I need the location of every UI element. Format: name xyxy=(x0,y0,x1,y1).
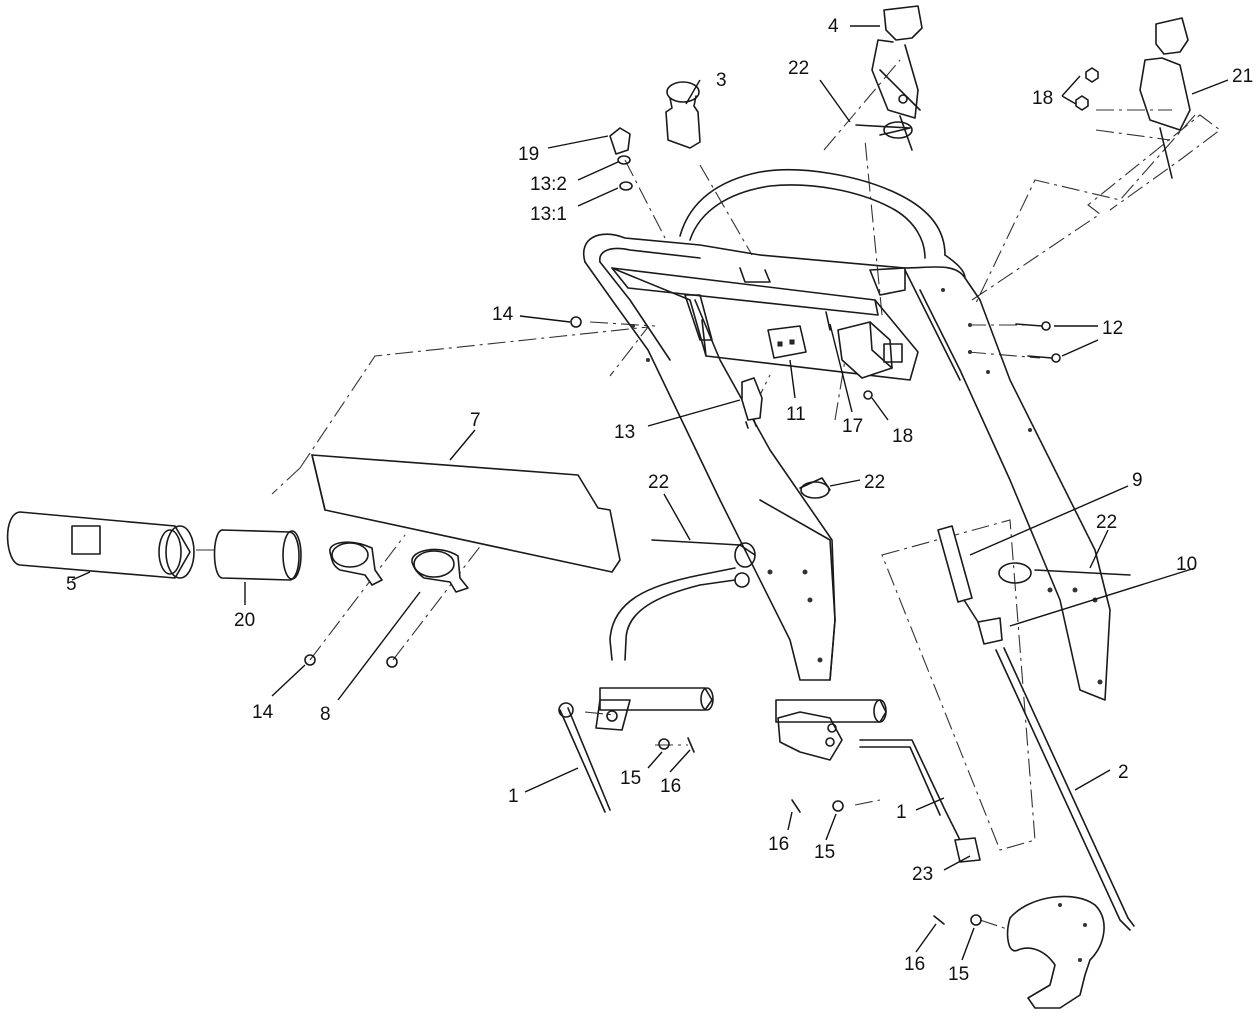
pto-switch xyxy=(665,81,701,149)
control-rod-2 xyxy=(995,647,1135,931)
callout-13: 13 xyxy=(614,422,635,443)
gas-spring-9 xyxy=(937,525,1003,645)
idler-bracket xyxy=(1006,895,1105,1009)
callout-16b: 16 xyxy=(768,834,789,855)
callout-1a: 1 xyxy=(508,786,519,807)
throttle-lever-assembly xyxy=(871,5,923,151)
connector-13 xyxy=(741,377,763,429)
callout-1b: 1 xyxy=(896,802,907,823)
callout-12: 12 xyxy=(1102,318,1123,339)
callout-4: 4 xyxy=(828,16,839,37)
chute-parts xyxy=(6,316,621,668)
callout-9: 9 xyxy=(1132,470,1143,491)
callout-22c: 22 xyxy=(648,472,669,493)
key-and-washers xyxy=(609,127,633,191)
callout-11: 11 xyxy=(786,404,806,425)
callout-18a: 18 xyxy=(1032,88,1053,109)
right-lever-assembly xyxy=(1139,17,1191,179)
callout-10: 10 xyxy=(1176,554,1197,575)
callout-15a: 15 xyxy=(620,768,641,789)
hairpins xyxy=(651,121,1131,588)
callout-3: 3 xyxy=(716,70,727,91)
callout-13-2: 13:2 xyxy=(530,174,567,195)
callout-8: 8 xyxy=(320,704,331,725)
callout-22d: 22 xyxy=(1096,512,1117,533)
callout-5: 5 xyxy=(66,574,77,595)
fasteners xyxy=(1015,67,1099,363)
callout-labels: 4 22 3 21 18 19 13:2 13:1 14 12 13 11 17… xyxy=(66,16,1253,985)
handle-frame xyxy=(582,168,1111,701)
callout-7: 7 xyxy=(470,410,481,431)
callout-21: 21 xyxy=(1232,66,1253,87)
callout-17: 17 xyxy=(842,416,863,437)
callout-16c: 16 xyxy=(904,954,925,975)
callout-13-1: 13:1 xyxy=(530,204,567,225)
callout-23: 23 xyxy=(912,864,933,885)
callout-22b: 22 xyxy=(864,472,885,493)
callout-15c: 15 xyxy=(948,964,969,985)
callout-2: 2 xyxy=(1118,762,1129,783)
callout-15b: 15 xyxy=(814,842,835,863)
leader-lines xyxy=(71,25,1229,961)
relay xyxy=(767,325,807,359)
callout-18b: 18 xyxy=(892,426,913,447)
linkage-assemblies xyxy=(558,567,982,926)
callout-22a: 22 xyxy=(788,58,809,79)
callout-20: 20 xyxy=(234,610,255,631)
callout-14b: 14 xyxy=(252,702,274,723)
callout-14a: 14 xyxy=(492,304,514,325)
callout-19: 19 xyxy=(518,144,539,165)
callout-16a: 16 xyxy=(660,776,681,797)
terminal-block xyxy=(825,311,903,400)
